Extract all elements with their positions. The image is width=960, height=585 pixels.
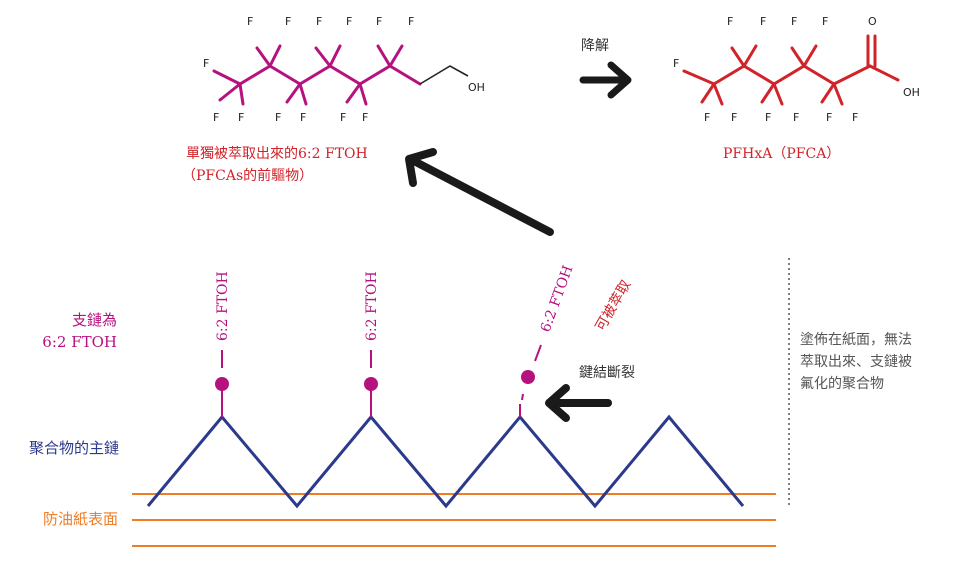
ftoh-f-label: F	[238, 111, 244, 124]
ftoh-caption-line1: 單獨被萃取出來的6:2 FTOH	[186, 146, 368, 162]
pfhxa-oh-label: OH	[903, 86, 920, 99]
side-chain-2: 6:2 FTOH	[364, 271, 380, 417]
pfhxa-f-label: F	[826, 111, 832, 124]
pfhxa-f-label: F	[852, 111, 858, 124]
side-chain-node	[364, 377, 378, 391]
degrade-label: 降解	[581, 38, 609, 54]
ftoh-f-label: F	[285, 15, 291, 28]
pfhxa-molecule: F F F F F F F F F F F O OH	[673, 15, 920, 124]
ftoh-f-label: F	[340, 111, 346, 124]
ftoh-molecule: F F F F F F F F F F F F F OH	[203, 15, 485, 124]
right-note-line3: 氟化的聚合物	[800, 376, 884, 392]
ftoh-f-label: F	[213, 111, 219, 124]
pfhxa-fluorine-labels: F F F F F F F F F F F	[673, 15, 858, 124]
right-note-line2: 萃取出來、支鏈被	[800, 354, 912, 370]
ftoh-carbon-skeleton	[212, 44, 422, 106]
degrade-arrow	[579, 61, 632, 99]
bond-break-label: 鍵結斷裂	[579, 365, 635, 381]
ftoh-f-label: F	[376, 15, 382, 28]
side-chain-1: 6:2 FTOH	[215, 271, 231, 417]
ftoh-f-label: F	[346, 15, 352, 28]
ftoh-oh-label: OH	[468, 81, 485, 94]
ftoh-f-label: F	[203, 57, 209, 70]
backbone-label: 聚合物的主鏈	[29, 439, 119, 457]
pfhxa-f-label: F	[704, 111, 710, 124]
pfhxa-f-label: F	[793, 111, 799, 124]
pfhxa-f-label: F	[727, 15, 733, 28]
surface-label: 防油紙表面	[43, 510, 118, 528]
pfhxa-f-label: F	[765, 111, 771, 124]
pfhxa-o-label: O	[868, 15, 877, 28]
ftoh-f-label: F	[300, 111, 306, 124]
pfhxa-f-label: F	[673, 57, 679, 70]
polymer-backbone	[146, 414, 745, 509]
side-chain-3-broken: 6:2 FTOH 可被萃取	[519, 263, 635, 417]
pfhxa-f-label: F	[791, 15, 797, 28]
pfhxa-f-label: F	[760, 15, 766, 28]
ftoh-f-label: F	[408, 15, 414, 28]
pfhxa-f-label: F	[822, 15, 828, 28]
extraction-arrow	[405, 148, 554, 236]
bond-break-arrow	[545, 384, 612, 422]
right-note-line1: 塗佈在紙面，無法	[800, 331, 912, 348]
ftoh-f-label: F	[247, 15, 253, 28]
ftoh-f-label: F	[316, 15, 322, 28]
side-chain-label: 6:2 FTOH	[215, 271, 231, 341]
side-chain-node	[215, 377, 229, 391]
ftoh-fluorine-labels: F F F F F F F F F F F F F	[203, 15, 414, 124]
ftoh-caption-line2: （PFCAs的前驅物）	[182, 167, 313, 184]
pfhxa-f-label: F	[731, 111, 737, 124]
pfhxa-carbon-skeleton	[682, 34, 900, 106]
extractable-label: 可被萃取	[593, 278, 635, 334]
ftoh-ethyl-tail	[419, 65, 469, 85]
ftoh-f-label: F	[362, 111, 368, 124]
side-chain-label: 6:2 FTOH	[364, 271, 380, 341]
side-chain-node	[521, 370, 535, 384]
side-chain-label: 6:2 FTOH	[538, 263, 577, 334]
side-chain-label-line2: 6:2 FTOH	[42, 333, 117, 351]
pfhxa-caption: PFHxA（PFCA）	[723, 146, 840, 162]
paper-surface	[132, 493, 776, 547]
side-chain-label-line1: 支鏈為	[72, 311, 117, 329]
ftoh-f-label: F	[275, 111, 281, 124]
